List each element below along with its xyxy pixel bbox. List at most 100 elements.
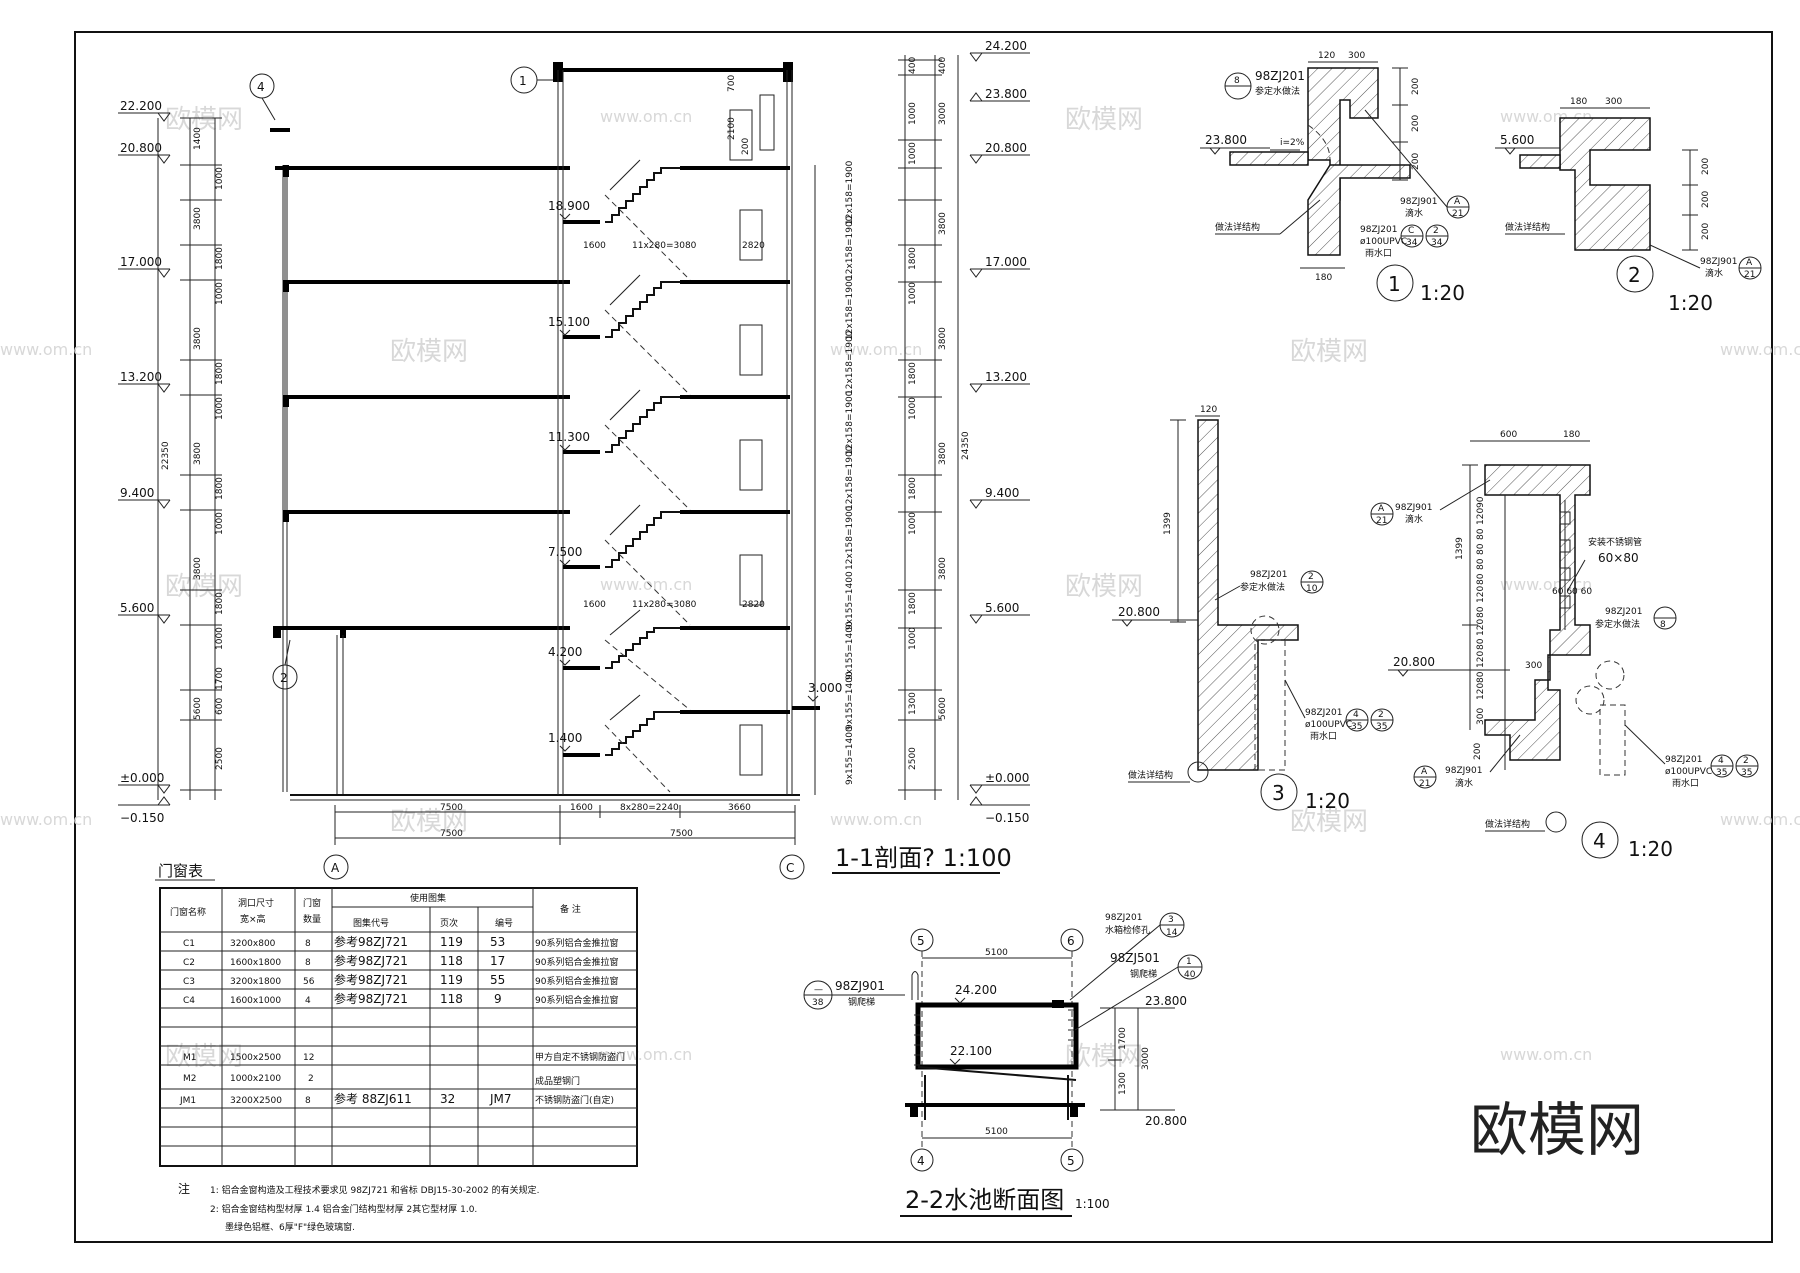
- svg-text:JM7: JM7: [489, 1092, 512, 1106]
- elevation-markers-right: [969, 52, 1030, 806]
- svg-text:3: 3: [1168, 915, 1174, 925]
- landing-elevation: 18.900: [548, 199, 590, 213]
- svg-text:雨水口: 雨水口: [1365, 247, 1392, 259]
- svg-text:1000: 1000: [215, 512, 225, 535]
- svg-text:55: 55: [490, 973, 505, 987]
- svg-text:1000: 1000: [215, 167, 225, 190]
- svg-text:60 60 60: 60 60 60: [1552, 587, 1592, 597]
- svg-text:120: 120: [1476, 508, 1486, 525]
- watermark-layer: 欧模网 www.om.cn 欧模网 www.om.cn www.om.cn 欧模…: [0, 105, 1800, 1072]
- svg-text:118: 118: [440, 954, 463, 968]
- svg-text:98ZJ901: 98ZJ901: [1700, 257, 1737, 267]
- svg-text:8: 8: [305, 1096, 311, 1106]
- svg-text:600: 600: [1500, 430, 1517, 440]
- svg-text:使用图集: 使用图集: [410, 892, 446, 904]
- axis-bubble: 2: [280, 671, 288, 685]
- svg-text:98ZJ901: 98ZJ901: [1400, 197, 1437, 207]
- svg-text:安装不锈钢管: 安装不锈钢管: [1588, 536, 1642, 548]
- svg-text:3800: 3800: [938, 327, 948, 350]
- svg-text:1: 1: [1186, 957, 1192, 967]
- sheet-border: [74, 31, 1773, 1243]
- svg-text:1700: 1700: [215, 667, 225, 690]
- svg-text:3800: 3800: [938, 442, 948, 465]
- svg-text:12x158=1900: 12x158=1900: [845, 445, 855, 510]
- svg-text:80: 80: [1476, 573, 1486, 585]
- svg-text:1700: 1700: [1118, 1027, 1128, 1050]
- svg-text:—: —: [814, 985, 823, 995]
- svg-text:21: 21: [1419, 779, 1430, 789]
- bottom-dims: 7500 1600 8x280=2240 3660 7500 7500: [334, 803, 796, 845]
- svg-text:120: 120: [1200, 405, 1217, 415]
- svg-text:数量: 数量: [303, 913, 321, 925]
- elevation-label: 9.400: [120, 486, 154, 500]
- notes-label: 注: [178, 1181, 190, 1196]
- elevation-label: 20.800: [1145, 1114, 1187, 1128]
- svg-text:90: 90: [1476, 496, 1486, 508]
- dimension-columns-left: [157, 117, 222, 800]
- svg-text:1000: 1000: [908, 102, 918, 125]
- svg-text:34: 34: [1406, 238, 1418, 248]
- svg-text:JM1: JM1: [179, 1096, 196, 1106]
- svg-text:2: 2: [1743, 756, 1749, 766]
- svg-text:C3: C3: [183, 977, 195, 987]
- table-title: 门窗表: [158, 862, 203, 880]
- svg-text:22350: 22350: [161, 441, 171, 470]
- table-row: C4 1600x1000 4 参考98ZJ721 118 9 90系列铝合金推拉…: [183, 991, 618, 1006]
- svg-text:9x155=1400: 9x155=1400: [845, 671, 855, 730]
- svg-text:1399: 1399: [1163, 512, 1173, 535]
- svg-text:2: 2: [1308, 572, 1314, 582]
- top-dims: 700 2100 200: [727, 75, 751, 155]
- svg-text:M1: M1: [183, 1053, 197, 1063]
- watermark-url: www.om.cn: [830, 810, 922, 829]
- note-text: 1: 铝合金窗构造及工程技术要求见 98ZJ721 和省标 DBJ15-30-2…: [210, 1184, 539, 1196]
- landing-elevation: 7.500: [548, 545, 582, 559]
- svg-text:1400: 1400: [193, 127, 203, 150]
- watermark: 欧模网: [165, 1042, 243, 1072]
- svg-text:3800: 3800: [193, 207, 203, 230]
- svg-text:80: 80: [1476, 638, 1486, 650]
- svg-text:98ZJ201: 98ZJ201: [1255, 69, 1305, 83]
- svg-text:1800: 1800: [908, 362, 918, 385]
- svg-text:1800: 1800: [908, 477, 918, 500]
- svg-text:1000x2100: 1000x2100: [230, 1074, 281, 1084]
- svg-text:3000: 3000: [938, 102, 948, 125]
- elevation-label: 24.200: [985, 39, 1027, 53]
- svg-text:参考98ZJ721: 参考98ZJ721: [334, 991, 408, 1006]
- svg-text:90系列铝合金推拉窗: 90系列铝合金推拉窗: [535, 994, 618, 1006]
- svg-text:2500: 2500: [908, 747, 918, 770]
- svg-text:17: 17: [490, 954, 505, 968]
- svg-text:32: 32: [440, 1092, 455, 1106]
- table-row: C2 1600x1800 8 参考98ZJ721 118 17 90系列铝合金推…: [183, 953, 618, 968]
- svg-text:98ZJ201: 98ZJ201: [1105, 913, 1142, 923]
- svg-text:180: 180: [1315, 273, 1332, 283]
- svg-text:4: 4: [1718, 756, 1724, 766]
- svg-text:1600x1000: 1600x1000: [230, 996, 281, 1006]
- elevation-label: 23.800: [1205, 133, 1247, 147]
- svg-text:2: 2: [1628, 263, 1641, 287]
- svg-text:21: 21: [1376, 516, 1387, 526]
- svg-text:3800: 3800: [193, 327, 203, 350]
- svg-text:7500: 7500: [440, 829, 463, 839]
- svg-text:甲方自定不锈钢防盗门: 甲方自定不锈钢防盗门: [535, 1051, 625, 1063]
- svg-text:3200X2500: 3200X2500: [230, 1096, 282, 1106]
- elevation-label: 23.800: [985, 87, 1027, 101]
- svg-text:200: 200: [1701, 158, 1711, 175]
- elevation-label: ±0.000: [120, 771, 164, 785]
- svg-text:2: 2: [1433, 226, 1439, 236]
- brand-logo: 欧模网: [1470, 1096, 1644, 1164]
- svg-text:12x158=1900: 12x158=1900: [845, 330, 855, 395]
- svg-text:2100: 2100: [727, 117, 737, 140]
- watermark-url: www.om.cn: [830, 340, 922, 359]
- table-row: M1 1500x2500 12 甲方自定不锈钢防盗门: [183, 1051, 625, 1063]
- svg-text:80: 80: [1476, 606, 1486, 618]
- elevation-label: 20.800: [1393, 655, 1435, 669]
- svg-text:35: 35: [1351, 722, 1362, 732]
- svg-text:12x158=1900: 12x158=1900: [845, 275, 855, 340]
- dimension-columns-right: [898, 55, 959, 800]
- elevation-label: 5.600: [985, 601, 1019, 615]
- svg-text:98ZJ901: 98ZJ901: [1395, 503, 1432, 513]
- svg-text:编号: 编号: [495, 917, 513, 929]
- elevation-label: 9.400: [985, 486, 1019, 500]
- svg-text:门窗名称: 门窗名称: [170, 906, 206, 918]
- svg-text:98ZJ901: 98ZJ901: [1445, 766, 1482, 776]
